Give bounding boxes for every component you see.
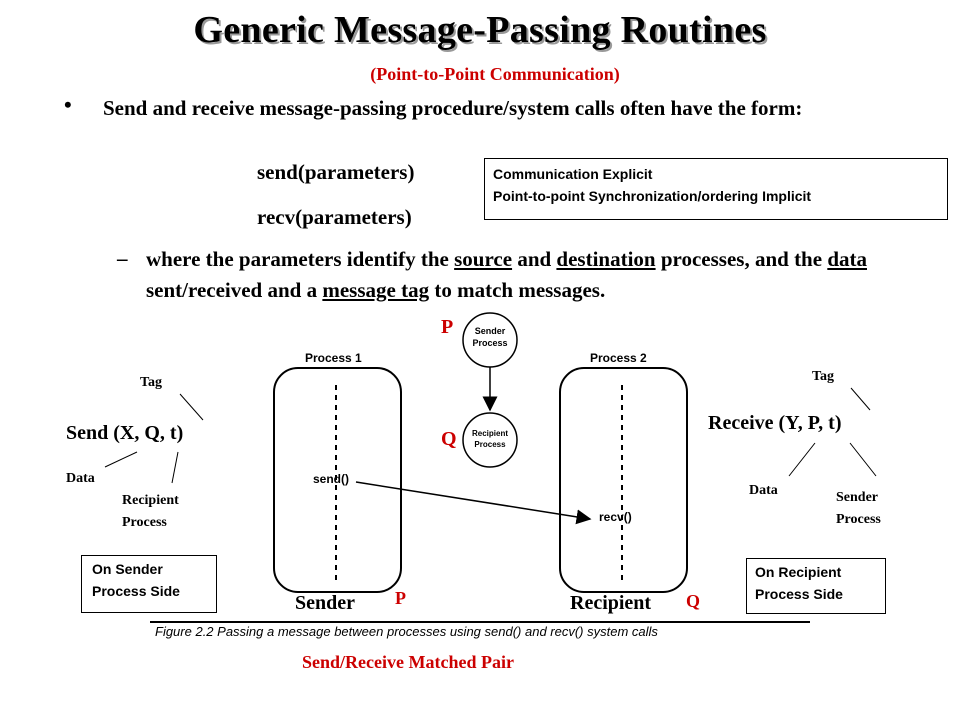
right-data-label: Data [749, 483, 778, 498]
sender-p-label: P [395, 588, 406, 608]
process1-box [273, 367, 402, 593]
recipient-q-label: Q [686, 591, 701, 611]
sub-text-1: where the parameters identify the [146, 247, 455, 271]
page-title: Generic Message-Passing Routines [193, 9, 767, 51]
bullet-marker: • [64, 92, 72, 117]
left-data-line [104, 451, 138, 468]
mini-recipient-label: Recipient Process [471, 429, 508, 449]
sub-text-2: and [512, 247, 557, 271]
right-receive-call: Receive (Y, P, t) [708, 412, 842, 434]
recv-call: recv(parameters) [257, 205, 412, 229]
right-side-box: On Recipient Process Side [746, 558, 886, 614]
recipient-label: Recipient [570, 592, 652, 614]
page-subtitle: (Point-to-Point Communication) [370, 64, 620, 84]
right-sender-label: Sender Process [836, 490, 881, 527]
process2-box [559, 367, 688, 593]
right-side-box-text: On Recipient Process Side [755, 564, 843, 602]
mini-p-label: P [441, 316, 454, 338]
sub-text-4: sent/received and a [146, 278, 323, 302]
left-side-box: On Sender Process Side [81, 555, 217, 613]
mini-sender-label: Sender Process [472, 326, 508, 348]
left-tag-label: Tag [140, 375, 163, 390]
send-call: send(parameters) [257, 160, 415, 184]
footer-label: Send/Receive Matched Pair [302, 652, 514, 672]
sub-bullet-text: where the parameters identify the source… [146, 244, 906, 306]
term-source: source [454, 247, 513, 271]
send-fn-label: send() [313, 472, 349, 486]
left-send-call: Send (X, Q, t) [66, 422, 184, 444]
term-destination: destination [556, 247, 656, 271]
recv-fn-label: recv() [599, 510, 632, 524]
process2-label: Process 2 [590, 351, 647, 365]
right-tag-line [850, 387, 871, 411]
bullet-text: Send and receive message-passing procedu… [103, 96, 803, 120]
sub-text-3: processes, and the [655, 247, 828, 271]
term-message-tag: message tag [322, 278, 430, 302]
note-line-1: Communication Explicit [493, 166, 653, 182]
sub-text-5: to match messages. [429, 278, 606, 302]
note-box: Communication Explicit Point-to-point Sy… [484, 158, 948, 220]
figure-caption: Figure 2.2 Passing a message between pro… [155, 624, 658, 639]
left-data-label: Data [66, 471, 95, 486]
left-side-box-text: On Sender Process Side [92, 561, 180, 599]
left-recipient-line [171, 451, 179, 484]
mini-q-label: Q [441, 428, 457, 450]
right-data-line [788, 442, 816, 477]
mini-recipient-circle [462, 412, 518, 468]
note-line-2: Point-to-point Synchronization/ordering … [493, 188, 812, 204]
sub-bullet-marker: – [117, 246, 128, 270]
sender-label: Sender [295, 592, 355, 614]
left-tag-line [179, 393, 204, 421]
left-recipient-label: Recipient Process [122, 493, 179, 530]
process1-label: Process 1 [305, 351, 362, 365]
right-tag-label: Tag [812, 369, 835, 384]
right-sender-line [849, 442, 877, 477]
term-data: data [827, 247, 867, 271]
message-arrow [355, 481, 592, 525]
